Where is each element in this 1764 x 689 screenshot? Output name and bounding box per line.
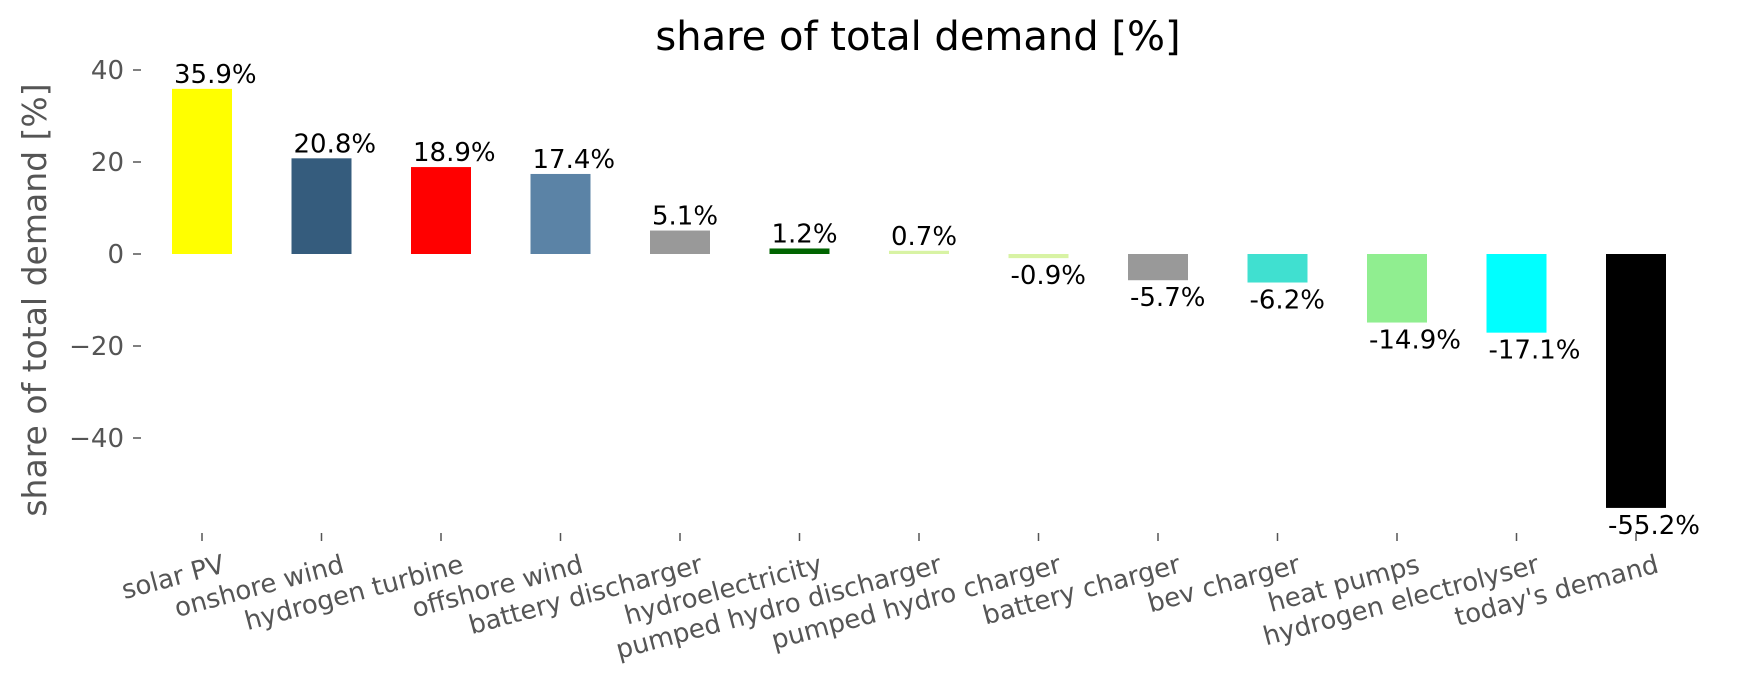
data-label: 1.2% (772, 219, 838, 249)
chart-title: share of total demand [%] (655, 14, 1180, 60)
data-label: 5.1% (652, 202, 718, 232)
y-axis-label: share of total demand [%] (15, 83, 54, 516)
bar (1128, 254, 1188, 281)
y-tick-label: 40 (91, 56, 124, 86)
bar (530, 173, 591, 254)
y-tick-label: −40 (69, 424, 124, 454)
bar (650, 230, 710, 254)
bar (769, 248, 830, 254)
data-label: -17.1% (1489, 336, 1581, 366)
data-label: 18.9% (413, 138, 496, 168)
data-label: 35.9% (174, 60, 257, 90)
data-label: -5.7% (1130, 283, 1205, 313)
bar (1367, 254, 1427, 323)
data-label: -55.2% (1608, 511, 1700, 541)
bar (172, 88, 232, 254)
y-tick-label: 0 (107, 240, 124, 270)
bars-group (172, 88, 1666, 508)
bar (411, 167, 471, 254)
bar (1247, 254, 1308, 283)
data-label: -14.9% (1369, 326, 1461, 356)
y-axis: 40 20 0 −20 −40 (69, 56, 141, 454)
data-labels-group: 35.9% 20.8% 18.9% 17.4% 5.1% 1.2% 0.7% -0.9% -5.… (174, 60, 1700, 541)
data-label: -0.9% (1011, 261, 1086, 291)
data-label: -6.2% (1250, 286, 1325, 316)
data-label: 20.8% (294, 129, 377, 159)
bar (291, 158, 352, 254)
bar (1486, 254, 1547, 333)
y-tick-label: −20 (69, 332, 124, 362)
bar (889, 250, 949, 254)
data-label: 17.4% (533, 145, 616, 175)
data-label: 0.7% (891, 222, 957, 252)
y-tick-label: 20 (91, 148, 124, 178)
bar (1606, 254, 1666, 508)
bar (1008, 254, 1069, 259)
